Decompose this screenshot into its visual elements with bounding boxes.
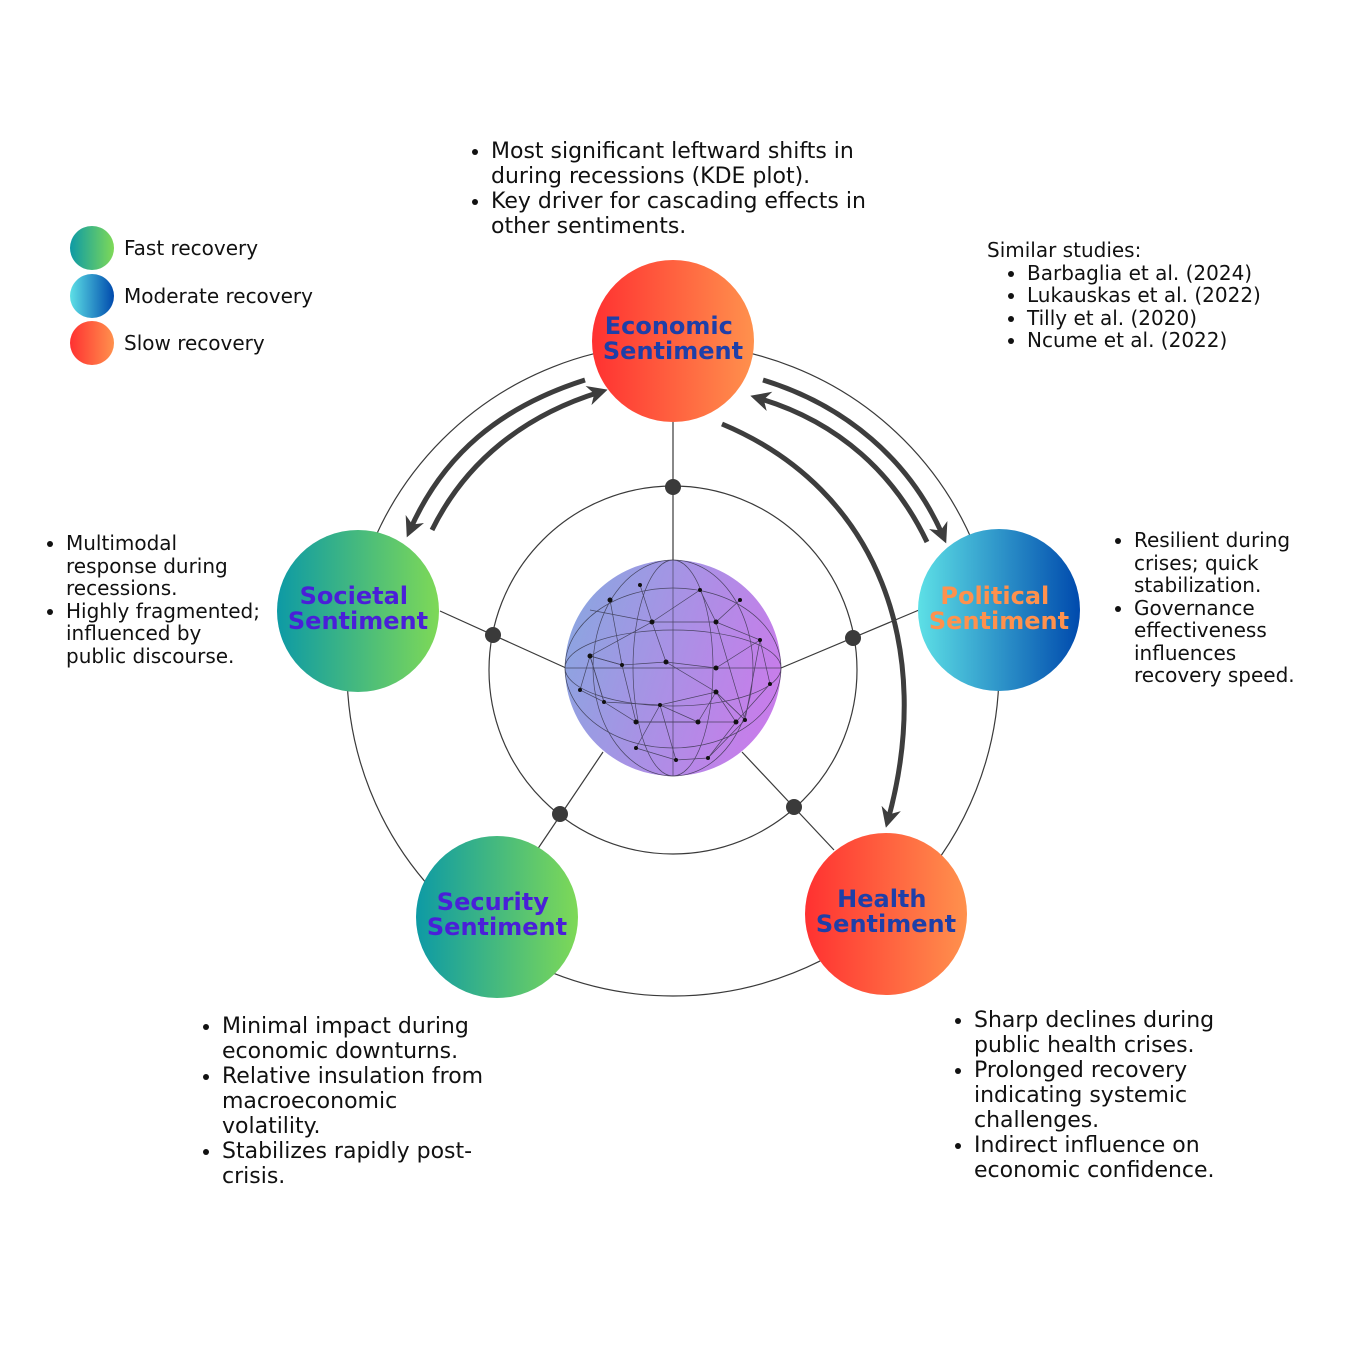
note-bullet: Highly fragmented; influenced by public … — [66, 599, 262, 668]
study-reference: Tilly et al. (2020) — [1027, 306, 1307, 330]
arrow-political-to-economic — [750, 391, 930, 544]
junction-dot — [665, 479, 681, 495]
arrow-societal-to-economic — [429, 385, 608, 532]
political-sentiment-node: Political Sentiment — [918, 529, 1080, 691]
arrow-economic-to-health — [721, 421, 907, 828]
moderate-recovery-swatch — [70, 274, 114, 318]
study-reference: Lukauskas et al. (2022) — [1027, 284, 1307, 307]
similar-studies-title: Similar studies: — [987, 238, 1142, 262]
legend-label: Slow recovery — [124, 331, 265, 355]
junction-dot — [786, 799, 802, 815]
note-bullet: Resilient during crises; quick stabiliza… — [1134, 529, 1323, 597]
spoke-societal — [439, 610, 567, 669]
legend-label: Moderate recovery — [124, 284, 313, 308]
legend-item-slow: Slow recovery — [70, 321, 265, 365]
security-sentiment-node: Security Sentiment — [416, 836, 578, 998]
note-bullet: Sharp declines during public health cris… — [974, 1008, 1248, 1058]
slow-recovery-swatch — [70, 321, 114, 365]
junction-dot — [485, 627, 501, 643]
legend-item-moderate: Moderate recovery — [70, 274, 313, 318]
political-sentiment-label: Political Sentiment — [929, 582, 1069, 635]
note-bullet: Stabilizes rapidly post-crisis. — [222, 1139, 491, 1189]
junction-dot — [845, 630, 861, 646]
legend-label: Fast recovery — [124, 236, 259, 260]
note-bullet: Multimodal response during recessions. — [66, 532, 262, 600]
note-bullet: Indirect influence on economic confidenc… — [974, 1133, 1248, 1183]
societal-sentiment-label: Societal Sentiment — [288, 582, 428, 635]
study-reference: Barbaglia et al. (2024) — [1027, 261, 1307, 285]
note-bullet: Relative insulation from macroeconomic v… — [222, 1064, 491, 1139]
arrow-economic-to-societal — [405, 377, 586, 538]
arrow-economic-to-political — [762, 377, 948, 544]
societal-sentiment-node: Societal Sentiment — [277, 530, 439, 692]
network-globe-icon — [564, 559, 782, 777]
spoke-security — [536, 751, 604, 851]
note-bullet: Most significant leftward shifts in duri… — [491, 139, 905, 189]
fast-recovery-swatch — [70, 226, 114, 270]
security-notes: Minimal impact during economic downturns… — [196, 1014, 491, 1189]
note-bullet: Key driver for cascading effects in othe… — [491, 189, 905, 239]
legend-item-fast: Fast recovery — [70, 226, 258, 270]
economic-sentiment-node: Economic Sentiment — [592, 260, 754, 422]
note-bullet: Minimal impact during economic downturns… — [222, 1014, 491, 1064]
political-notes: Resilient during crises; quick stabiliza… — [1108, 529, 1323, 687]
economic-notes: Most significant leftward shifts in duri… — [465, 139, 905, 239]
health-notes: Sharp declines during public health cris… — [948, 1008, 1248, 1183]
societal-notes: Multimodal response during recessions. H… — [40, 532, 262, 667]
junction-dot — [552, 806, 568, 822]
health-sentiment-label: Health Sentiment — [816, 885, 956, 938]
note-bullet: Governance effectiveness influences reco… — [1134, 596, 1323, 687]
similar-studies: Similar studies: Barbaglia et al. (2024)… — [987, 239, 1307, 352]
health-sentiment-node: Health Sentiment — [805, 833, 967, 995]
spoke-health — [741, 751, 835, 851]
economic-sentiment-label: Economic Sentiment — [603, 312, 743, 365]
study-reference: Ncume et al. (2022) — [1027, 329, 1307, 352]
security-sentiment-label: Security Sentiment — [427, 888, 567, 941]
note-bullet: Prolonged recovery indicating systemic c… — [974, 1058, 1248, 1133]
